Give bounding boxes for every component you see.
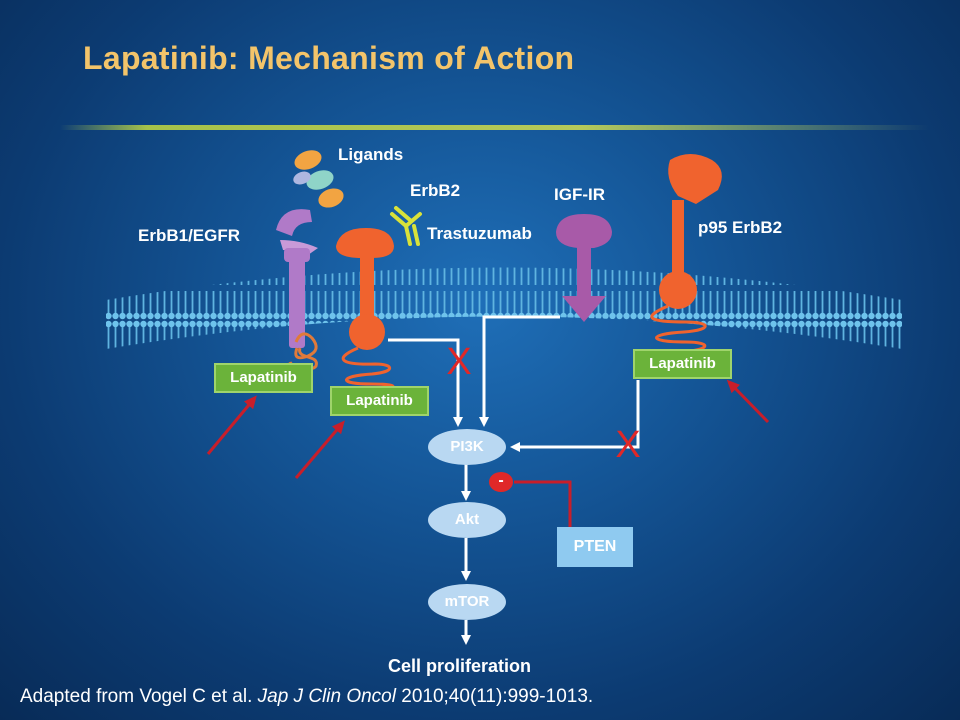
- ligands-label: Ligands: [338, 145, 404, 164]
- igf-ir-label: IGF-IR: [554, 185, 605, 204]
- slide-title: Lapatinib: Mechanism of Action: [83, 40, 575, 76]
- block-mark-erbb2: X: [446, 341, 471, 383]
- trastuzumab-antibody-icon: [390, 206, 422, 246]
- cell-proliferation-label: Cell proliferation: [388, 656, 532, 676]
- lapatinib-tag-erbb2: Lapatinib: [330, 386, 429, 416]
- pten-box: PTEN: [557, 527, 633, 567]
- ligands-icon: [293, 150, 344, 208]
- lapatinib-pointer-arrows: [206, 379, 770, 479]
- igf-ir-receptor-icon: [556, 214, 612, 322]
- citation: Adapted from Vogel C et al. Jap J Clin O…: [20, 686, 593, 708]
- trastuzumab-label: Trastuzumab: [427, 224, 532, 243]
- p95-erbb2-label: p95 ErbB2: [698, 218, 783, 237]
- block-mark-p95: X: [615, 424, 640, 466]
- citation-details: 2010;40(11):999-1013.: [395, 686, 594, 707]
- inhibition-minus-badge: -: [489, 472, 513, 492]
- mtor-node: mTOR: [428, 584, 506, 620]
- erbb2-receptor-icon: [336, 228, 395, 392]
- pi3k-node: PI3K: [428, 429, 506, 465]
- lapatinib-tag-p95: Lapatinib: [633, 349, 732, 379]
- pten-inhibition-line: [514, 480, 572, 527]
- citation-prefix: Adapted from Vogel C et al.: [20, 686, 258, 707]
- p95-erbb2-receptor-icon: [650, 154, 722, 354]
- erbb1-egfr-receptor-icon: [276, 209, 318, 371]
- erbb1-egfr-label: ErbB1/EGFR: [138, 226, 241, 245]
- signal-arrows: [388, 315, 640, 645]
- citation-journal: Jap J Clin Oncol: [257, 686, 396, 707]
- title-rule: [60, 125, 930, 130]
- erbb2-label: ErbB2: [410, 181, 461, 200]
- lapatinib-tag-erbb1: Lapatinib: [214, 363, 313, 393]
- cell-membrane: [106, 267, 902, 349]
- akt-node: Akt: [428, 502, 506, 538]
